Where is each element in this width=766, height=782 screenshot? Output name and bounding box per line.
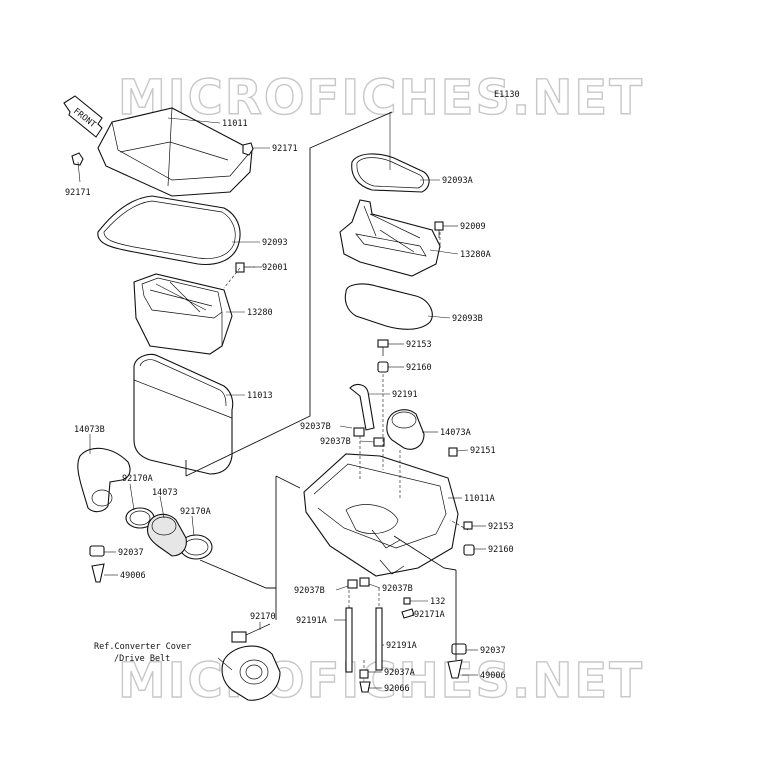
callout-132: 132 — [430, 597, 445, 607]
callout-14073A: 14073A — [440, 428, 471, 438]
air-cleaner-cover — [97, 107, 253, 197]
watermark-top: MICROFICHES.NET — [118, 70, 644, 126]
air-filter-element — [133, 353, 234, 475]
clip-icon — [71, 142, 254, 166]
callout-13280A: 13280A — [460, 250, 491, 260]
screw-icon — [434, 221, 444, 238]
element-holder — [133, 273, 233, 355]
guide-lines — [223, 232, 469, 670]
drain-cap-icon — [89, 545, 105, 583]
callout-92093A: 92093A — [442, 176, 473, 186]
rubber-boot-14073A — [386, 409, 425, 450]
callout-92037A: 92037A — [384, 668, 415, 678]
callout-11013: 11013 — [247, 391, 273, 401]
plug-icon — [359, 669, 371, 693]
small-bolt-icon — [448, 447, 458, 457]
bolt-icon — [235, 262, 255, 273]
callout-92066: 92066 — [384, 684, 410, 694]
callout-labels: 11011 92171 92171 92093 92001 13280 1101… — [65, 119, 514, 694]
callout-49006-left: 49006 — [120, 571, 146, 581]
callout-92191A-2: 92191A — [386, 641, 417, 651]
air-cleaner-housing — [303, 453, 459, 577]
callout-92037-left: 92037 — [118, 548, 144, 558]
seal-92093B — [344, 283, 433, 330]
converter-cover-duct — [221, 623, 281, 701]
callout-92093B: 92093B — [452, 314, 483, 324]
callout-92170A-1: 92170A — [122, 474, 153, 484]
callout-92151: 92151 — [470, 446, 496, 456]
callout-11011A: 11011A — [464, 494, 495, 504]
callout-92171-left: 92171 — [65, 188, 91, 198]
callout-92153-mid: 92153 — [488, 522, 514, 532]
callout-92037B-2: 92037B — [320, 437, 351, 447]
callout-92170: 92170 — [250, 612, 276, 622]
callout-92153-top: 92153 — [406, 340, 432, 350]
callout-92037B-3: 92037B — [294, 586, 325, 596]
front-arrow-icon: FRONT — [63, 95, 103, 138]
callout-92160-mid: 92160 — [488, 545, 514, 555]
callout-92001: 92001 — [262, 263, 288, 273]
callout-49006-right: 49006 — [480, 671, 506, 681]
bolt-grommet-mid-icon — [463, 521, 475, 556]
reference-note-line2: /Drive Belt — [114, 654, 170, 664]
small-clamp-icon — [353, 427, 385, 447]
callout-92191A-1: 92191A — [296, 616, 327, 626]
rubber-boot — [146, 513, 187, 557]
diagram-code: E1130 — [494, 90, 520, 100]
reference-note-line1: Ref.Converter Cover — [94, 642, 191, 652]
assembly-frame — [185, 111, 457, 660]
bolt-grommet-icon — [377, 339, 389, 373]
element-holder-13280A — [339, 199, 441, 277]
callout-92160-top: 92160 — [406, 363, 432, 373]
callout-92191: 92191 — [392, 390, 418, 400]
drain-cap-right-icon — [447, 643, 467, 679]
callout-11011: 11011 — [222, 119, 248, 129]
callout-92009: 92009 — [460, 222, 486, 232]
lower-clamp-icon — [347, 577, 370, 589]
callout-92171-top: 92171 — [272, 144, 298, 154]
callout-92170A-2: 92170A — [180, 507, 211, 517]
callout-92037B-4: 92037B — [382, 584, 413, 594]
gasket-seal — [97, 195, 241, 266]
callout-13280: 13280 — [247, 308, 273, 318]
callout-14073B: 14073B — [74, 425, 105, 435]
hose-clamp-icon — [125, 507, 213, 560]
seal-92093A — [351, 153, 430, 193]
callout-14073: 14073 — [152, 488, 178, 498]
callout-92093: 92093 — [262, 238, 288, 248]
drain-hose-pair — [345, 607, 383, 673]
callout-92171A: 92171A — [414, 610, 445, 620]
breather-hose — [349, 383, 375, 431]
callout-92037B-1: 92037B — [300, 422, 331, 432]
intake-duct — [77, 447, 131, 513]
leader-lines — [77, 112, 486, 689]
callout-92037-right: 92037 — [480, 646, 506, 656]
